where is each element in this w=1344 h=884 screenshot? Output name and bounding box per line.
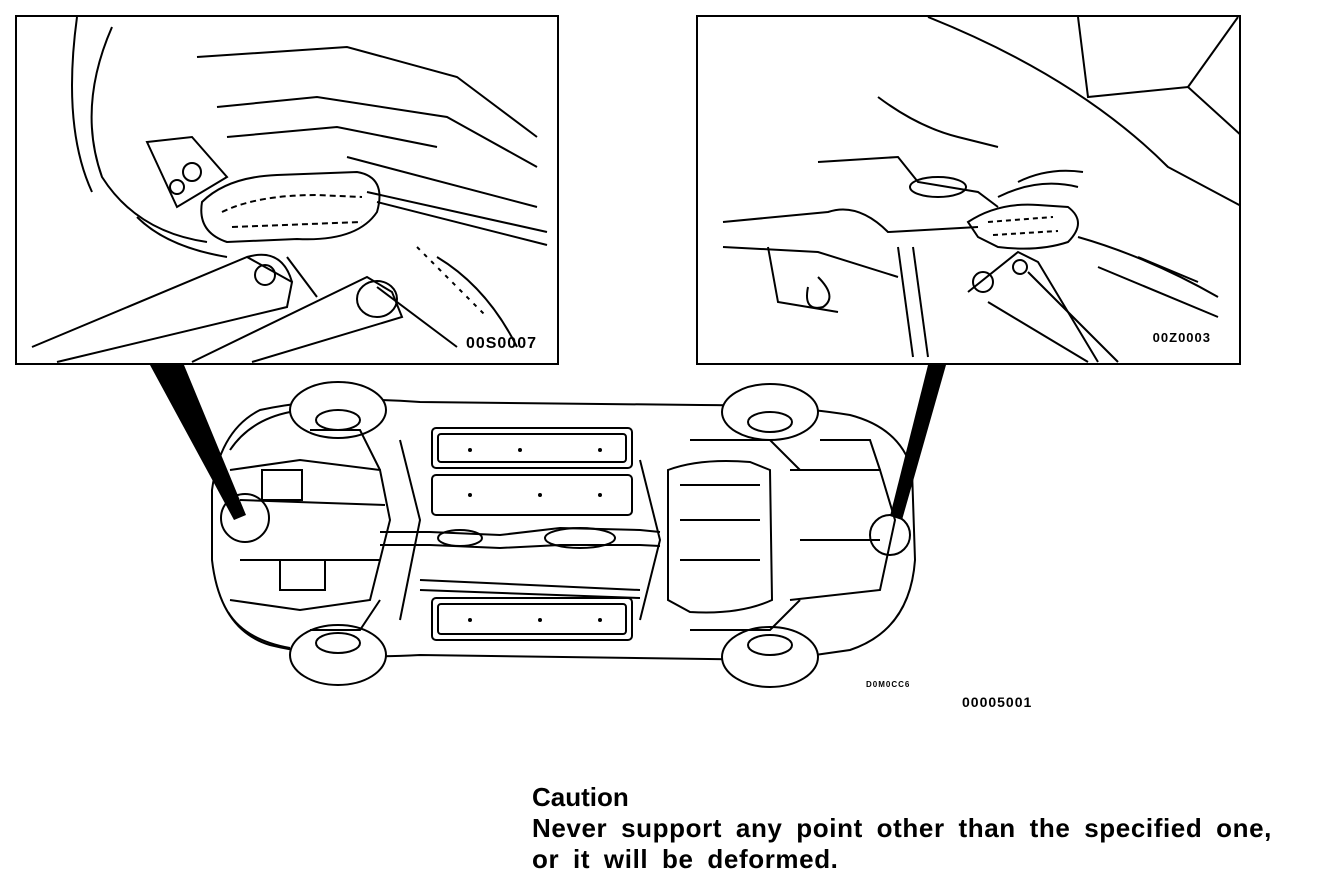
caution-title: Caution (532, 782, 629, 812)
detail-panel-front-jack-point: 00S0007 (15, 15, 559, 365)
caution-text-line-1: Never support any point other than the s… (532, 813, 1272, 843)
figure-code-rear: 00Z0003 (1152, 330, 1211, 345)
car-body-outline (211, 381, 917, 688)
callout-pointer-front (150, 365, 246, 520)
front-jack-point-illustration (31, 17, 548, 363)
caution-text-line-2: or it will be deformed. (532, 844, 839, 874)
callout-pointer-rear (890, 365, 946, 520)
drawing-reference-code: D0M0CC6 (866, 680, 911, 689)
figure-code-overview: 00005001 (962, 694, 1033, 710)
detail-panel-rear-jack-point: 00Z0003 (696, 15, 1241, 365)
caution-note: Caution Never support any point other th… (532, 782, 1272, 875)
rear-jack-point-illustration (722, 17, 1239, 363)
figure-code-front: 00S0007 (465, 335, 537, 352)
